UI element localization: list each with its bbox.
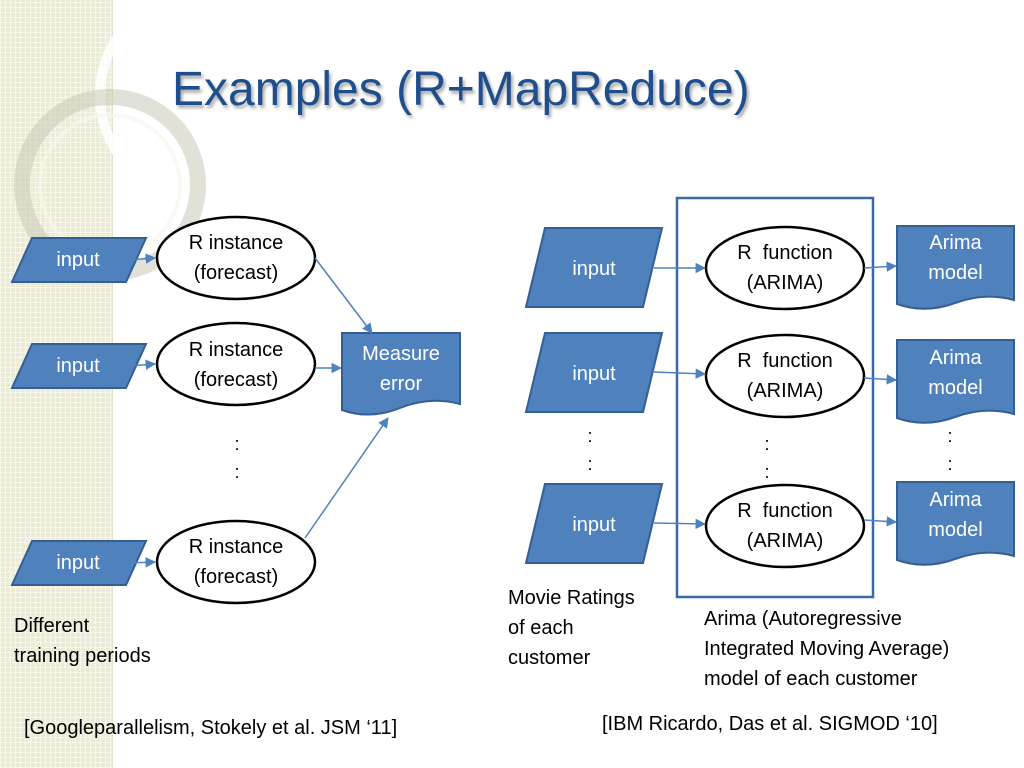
slide-title: Examples (R+MapReduce) xyxy=(172,63,750,116)
input-caption-line1: Movie Ratings xyxy=(508,587,635,609)
arima-model-label-1: Arima model xyxy=(897,228,1014,288)
left-input-label-3: input xyxy=(56,552,100,574)
measure-error-label: Measure error xyxy=(342,339,460,399)
right-input-ellipsis: : : xyxy=(580,426,600,474)
left-r-instance-1: R instance (forecast) xyxy=(160,228,312,288)
arima-model-3-line2: model xyxy=(928,519,983,541)
model-caption-line1: Arima (Autoregressive xyxy=(704,608,902,630)
left-r-instance-3-line2: (forecast) xyxy=(193,566,279,588)
right-r-function-3-line1: R function xyxy=(737,500,833,522)
input-caption-line3: customer xyxy=(508,647,591,669)
arima-model-shape-3 xyxy=(896,481,1015,566)
measure-error-line2: error xyxy=(379,373,423,395)
arima-model-2-line2: model xyxy=(928,377,983,399)
right-input-shape-2 xyxy=(524,332,664,413)
right-citation: [IBM Ricardo, Das et al. SIGMOD ‘10] xyxy=(602,713,938,735)
right-r-function-1: R function (ARIMA) xyxy=(709,238,861,298)
left-input-shape-2 xyxy=(10,343,148,389)
left-input-shape-3 xyxy=(10,540,148,586)
right-input-label-3: input xyxy=(572,514,616,536)
right-r-function-2: R function (ARIMA) xyxy=(709,346,861,406)
right-input-shape-1 xyxy=(524,227,664,308)
left-r-instance-ellipse-3 xyxy=(155,519,317,605)
right-r-function-3: R function (ARIMA) xyxy=(709,496,861,556)
right-input-label-1: input xyxy=(572,258,616,280)
measure-error-line1: Measure xyxy=(362,343,440,365)
right-arrow-input-3 xyxy=(653,518,707,530)
left-ellipsis-dot-1: : xyxy=(234,434,240,454)
right-input-ellipsis-dot-1: : xyxy=(587,426,593,446)
left-r-instance-2-line1: R instance xyxy=(188,339,284,361)
left-arrow-input-3 xyxy=(127,557,157,568)
measure-error-shape xyxy=(341,332,461,416)
left-caption: Different training periods xyxy=(14,611,151,671)
model-caption: Arima (Autoregressive Integrated Moving … xyxy=(704,604,949,694)
left-input-shape-1 xyxy=(10,237,148,283)
right-r-function-3-line2: (ARIMA) xyxy=(746,530,824,552)
right-function-ellipsis-dot-2: : xyxy=(764,462,770,482)
left-caption-line1: Different xyxy=(14,615,90,637)
left-r-instance-3-line1: R instance xyxy=(188,536,284,558)
right-r-function-2-line2: (ARIMA) xyxy=(746,380,824,402)
right-function-ellipsis-dot-1: : xyxy=(764,434,770,454)
right-input-ellipsis-dot-2: : xyxy=(587,454,593,474)
arima-model-shape-2 xyxy=(896,339,1015,424)
right-function-ellipsis: : : xyxy=(757,434,777,482)
right-model-ellipsis-dot-2: : xyxy=(947,454,953,474)
arima-model-label-2: Arima model xyxy=(897,343,1014,403)
right-r-function-1-line1: R function xyxy=(737,242,833,264)
left-arrow-to-measure-1 xyxy=(314,257,373,334)
left-input-label-2: input xyxy=(56,355,100,377)
left-r-instance-3: R instance (forecast) xyxy=(160,532,312,592)
arima-model-label-3: Arima model xyxy=(897,485,1014,545)
arima-model-1-line1: Arima xyxy=(929,232,982,254)
model-caption-line2: Integrated Moving Average) xyxy=(704,638,950,660)
arima-model-3-line1: Arima xyxy=(929,489,982,511)
model-caption-line3: model of each customer xyxy=(704,668,918,690)
input-caption-line2: of each xyxy=(508,617,574,639)
left-r-instance-2: R instance (forecast) xyxy=(160,335,312,395)
r-functions-frame xyxy=(675,196,875,599)
right-r-function-2-line1: R function xyxy=(737,350,833,372)
left-caption-line2: training periods xyxy=(14,645,151,667)
right-arrow-model-2 xyxy=(863,374,898,385)
input-caption: Movie Ratings of each customer xyxy=(508,583,635,673)
arima-model-2-line1: Arima xyxy=(929,347,982,369)
arima-model-1-line2: model xyxy=(928,262,983,284)
left-r-instance-ellipse-2 xyxy=(155,321,317,407)
arima-model-shape-1 xyxy=(896,225,1015,310)
left-arrow-input-1 xyxy=(127,253,157,264)
right-model-ellipsis: : : xyxy=(940,426,960,474)
right-input-label-2: input xyxy=(572,363,616,385)
right-r-function-1-line2: (ARIMA) xyxy=(746,272,824,294)
left-arrow-to-measure-3 xyxy=(304,417,389,539)
right-arrow-model-3 xyxy=(863,516,898,527)
left-r-instance-2-line2: (forecast) xyxy=(193,369,279,391)
right-arrow-model-1 xyxy=(863,261,898,272)
right-model-ellipsis-dot-1: : xyxy=(947,426,953,446)
left-input-label-1: input xyxy=(56,249,100,271)
right-input-shape-3 xyxy=(524,483,664,564)
left-arrow-input-2 xyxy=(127,359,157,370)
left-r-instance-1-line1: R instance xyxy=(188,232,284,254)
left-r-instance-1-line2: (forecast) xyxy=(193,262,279,284)
left-ellipsis-dot-2: : xyxy=(234,462,240,482)
left-ellipsis: : : xyxy=(227,434,247,482)
right-arrow-input-2 xyxy=(653,368,707,379)
left-citation: [Googleparallelism, Stokely et al. JSM ‘… xyxy=(24,717,398,739)
